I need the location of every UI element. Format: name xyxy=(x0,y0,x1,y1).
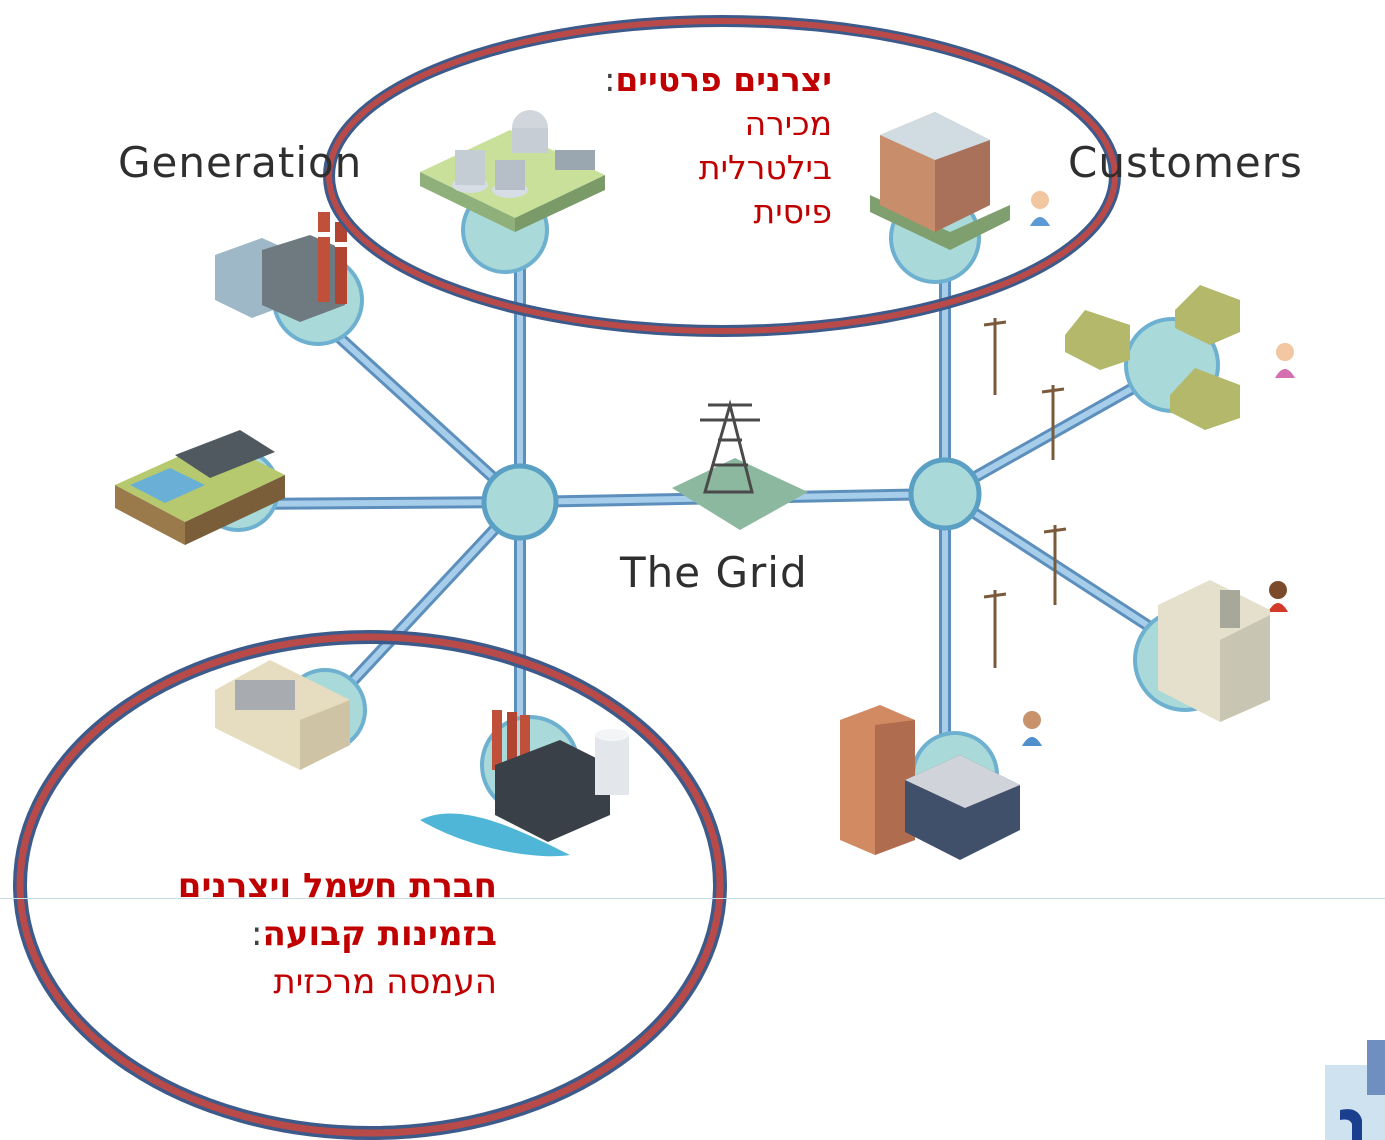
hydro-plant-icon xyxy=(115,430,285,545)
power-plant-icon xyxy=(420,710,629,857)
grid-hub-right xyxy=(908,457,982,531)
nuclear-plant-icon xyxy=(420,110,605,232)
emblem-logo-icon xyxy=(1325,1040,1385,1140)
generation-label: Generation xyxy=(118,138,363,187)
central-heading-colon: : xyxy=(250,914,263,954)
house-icon xyxy=(1065,285,1240,430)
central-heading-line-1: חברת חשמל ויצרנים xyxy=(177,866,497,906)
office-tower-icon xyxy=(840,705,1020,860)
grid-hub-left xyxy=(481,463,559,541)
callout-line-3: פיסית xyxy=(753,192,832,231)
customers-label: Customers xyxy=(1068,138,1303,187)
central-dispatch-callout: חברת חשמל ויצרנים בזמינות קבועה: העמסה מ… xyxy=(178,862,497,1006)
divider-line xyxy=(0,898,1385,899)
private-producers-callout: יצרנים פרטיים: מכירה בילטרלית פיסית xyxy=(604,58,832,234)
callout-line-1: מכירה xyxy=(744,104,832,143)
private-producers-heading: יצרנים פרטיים xyxy=(615,60,832,99)
grid-label: The Grid xyxy=(620,548,808,597)
heading-colon: : xyxy=(604,60,616,99)
central-heading-line-2: בזמינות קבועה xyxy=(262,914,497,954)
person-icon xyxy=(1022,191,1295,746)
factory-icon xyxy=(215,660,350,770)
transmission-tower-icon xyxy=(672,399,808,530)
utility-pole-icon xyxy=(983,318,1067,668)
coal-plant-icon xyxy=(215,212,347,322)
office-building-icon xyxy=(870,112,1010,250)
central-line: העמסה מרכזית xyxy=(273,962,497,1002)
callout-line-2: בילטרלית xyxy=(698,148,832,187)
industrial-customer-icon xyxy=(1158,580,1270,722)
